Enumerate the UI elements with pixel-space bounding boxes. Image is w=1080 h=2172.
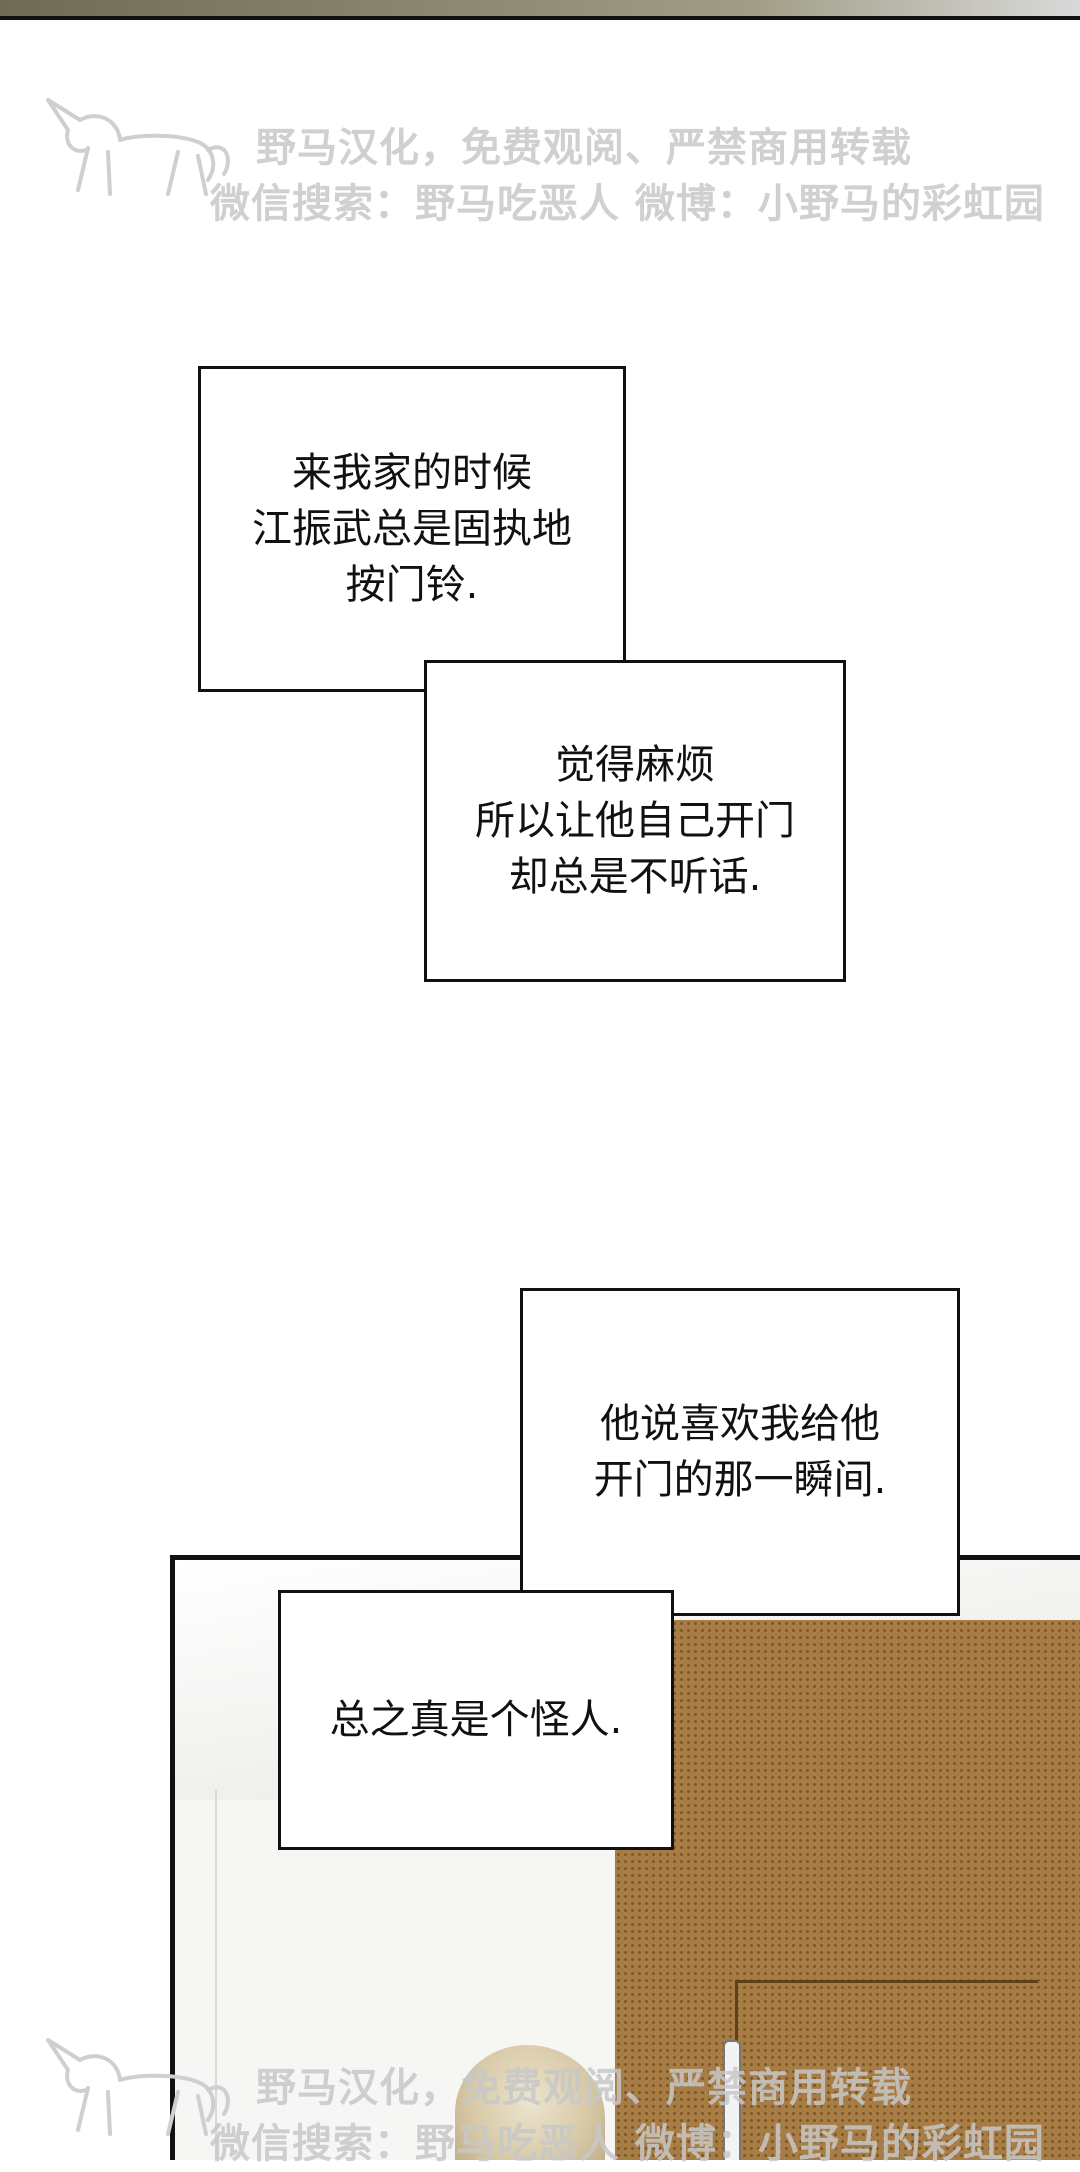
caption-text-2: 觉得麻烦 所以让他自己开门 却总是不听话. [475,742,795,900]
character-hair [455,2045,605,2160]
watermark-text: 野马汉化，免费观阅、严禁商用转载 微信搜索：野马吃恶人 微博：小野马的彩虹园 [210,120,1045,232]
unicorn-icon [46,2038,230,2136]
caption-text-4: 总之真是个怪人. [329,1697,623,1743]
previous-panel-edge [0,0,1080,20]
wall-corner [215,1790,217,2160]
watermark-text-bottom: 野马汉化，免费观阅、严禁商用转载 微信搜索：野马吃恶人 微博：小野马的彩虹园 [210,2060,1045,2172]
watermark-line-1: 野马汉化，免费观阅、严禁商用转载 [256,2065,912,2111]
door-handle [723,2040,741,2160]
caption-box-3: 他说喜欢我给他 开门的那一瞬间. [520,1288,960,1616]
caption-box-2: 觉得麻烦 所以让他自己开门 却总是不听话. [424,660,846,982]
watermark-line-2: 微信搜索：野马吃恶人 微博：小野马的彩虹园 [210,181,1045,227]
caption-text-1: 来我家的时候 江振武总是固执地 按门铃. [252,450,572,608]
caption-box-4: 总之真是个怪人. [278,1590,674,1850]
watermark-line-2: 微信搜索：野马吃恶人 微博：小野马的彩虹园 [210,2121,1045,2167]
unicorn-icon [46,98,230,196]
front-door [615,1620,1080,2160]
caption-text-3: 他说喜欢我给他 开门的那一瞬间. [593,1401,887,1503]
watermark-line-1: 野马汉化，免费观阅、严禁商用转载 [256,125,912,171]
caption-box-1: 来我家的时候 江振武总是固执地 按门铃. [198,366,626,692]
